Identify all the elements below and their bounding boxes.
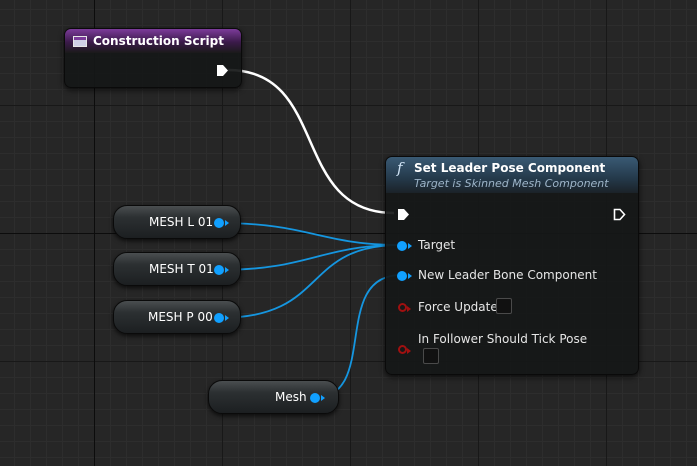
var-label-mesh: Mesh <box>275 390 307 404</box>
graph-origin-axis-horizontal <box>0 233 697 234</box>
force-update-checkbox[interactable] <box>496 298 512 314</box>
set-leader-pose-header[interactable]: f Set Leader Pose Component Target is Sk… <box>386 157 638 193</box>
var-node-mesh-p[interactable]: MESH P 00 <box>113 300 241 334</box>
var-label-mesh-t: MESH T 01 <box>149 262 214 276</box>
wire-mesh-t-to-target[interactable] <box>218 244 402 271</box>
var-pin-mesh-t[interactable] <box>214 265 229 275</box>
follower-tick-pin[interactable] <box>398 345 411 354</box>
target-pin[interactable] <box>397 241 412 251</box>
exec-wire[interactable] <box>227 68 395 215</box>
exec-out-pin-icon[interactable] <box>216 64 229 77</box>
function-icon: f <box>397 159 403 177</box>
force-update-pin[interactable] <box>398 303 411 312</box>
new-leader-label: New Leader Bone Component <box>418 268 597 282</box>
var-node-mesh-l[interactable]: MESH L 01 <box>113 205 241 239</box>
var-pin-mesh-l[interactable] <box>214 218 229 228</box>
var-label-mesh-p: MESH P 00 <box>148 310 213 324</box>
wire-mesh-p-to-target[interactable] <box>218 244 402 319</box>
var-label-mesh-l: MESH L 01 <box>149 215 214 229</box>
follower-tick-label: In Follower Should Tick Pose <box>418 332 588 346</box>
var-pin-mesh[interactable] <box>310 393 325 403</box>
graph-origin-axis-vertical <box>94 0 95 466</box>
force-update-label: Force Update <box>418 300 498 314</box>
construction-script-node[interactable]: Construction Script <box>64 28 242 88</box>
construction-script-title: Construction Script <box>93 34 224 48</box>
target-label: Target <box>418 238 456 252</box>
var-node-mesh[interactable]: Mesh <box>208 380 339 414</box>
node-title: Set Leader Pose Component <box>414 161 606 175</box>
wire-mesh-l-to-target[interactable] <box>218 222 402 246</box>
exec-then-pin-icon[interactable] <box>613 208 626 221</box>
new-leader-pin[interactable] <box>397 271 412 281</box>
node-subtitle: Target is Skinned Mesh Component <box>414 177 609 190</box>
script-icon <box>73 35 87 47</box>
construction-script-header[interactable]: Construction Script <box>65 29 241 53</box>
exec-in-pin-icon[interactable] <box>397 208 410 221</box>
follower-tick-checkbox[interactable] <box>423 348 439 364</box>
var-pin-mesh-p[interactable] <box>214 313 229 323</box>
var-node-mesh-t[interactable]: MESH T 01 <box>113 252 241 286</box>
set-leader-pose-node[interactable]: f Set Leader Pose Component Target is Sk… <box>385 156 639 375</box>
